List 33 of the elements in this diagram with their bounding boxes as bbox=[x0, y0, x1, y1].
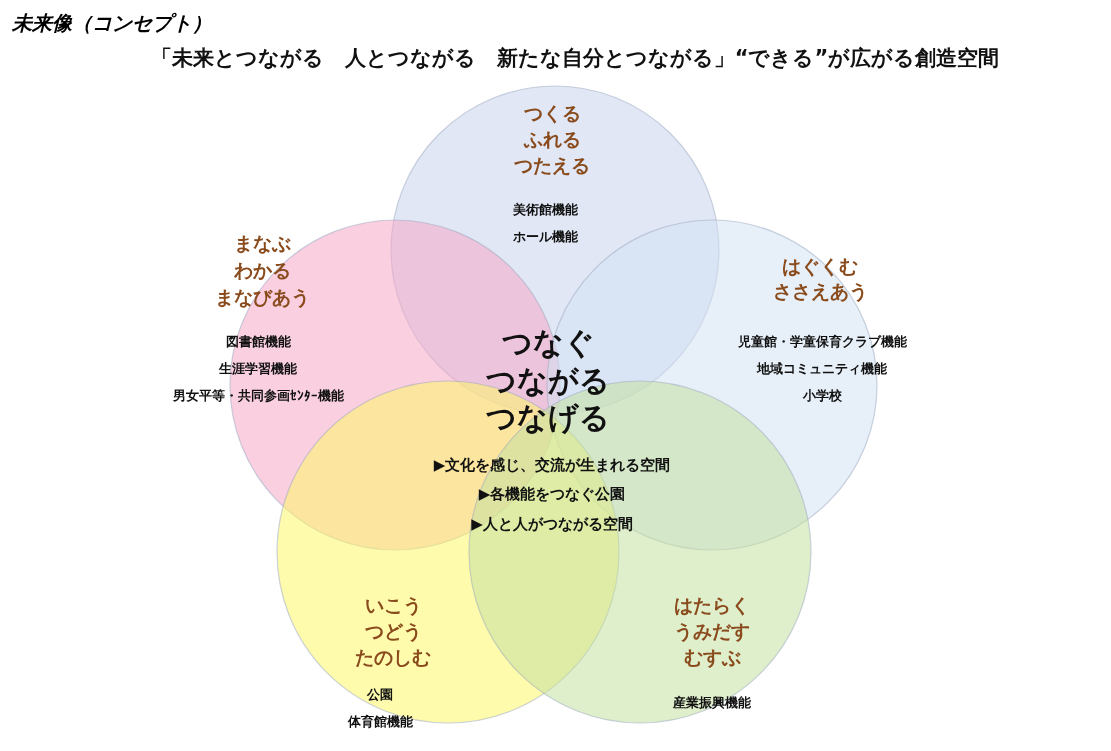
heading-text: わかる bbox=[233, 259, 291, 281]
heading-text: つくる bbox=[523, 102, 581, 124]
feature-text: ▶各機能をつなぐ公園 bbox=[478, 484, 626, 504]
function-label: 公園 bbox=[367, 687, 393, 703]
heading-text: ふれる bbox=[523, 128, 581, 150]
function-label: 男女平等・共同参画ｾﾝﾀｰ機能 bbox=[172, 388, 344, 404]
title: 未来像（コンセプト） bbox=[12, 10, 212, 37]
center-text: つなげる bbox=[486, 398, 610, 437]
heading-text: はたらく bbox=[674, 594, 750, 616]
heading-text: つたえる bbox=[514, 154, 590, 176]
heading-text: つどう bbox=[364, 620, 422, 642]
center-text: つなぐ bbox=[501, 323, 595, 362]
function-label: 図書館機能 bbox=[225, 334, 291, 350]
function-label: ホール機能 bbox=[512, 229, 578, 245]
heading-text: むすぶ bbox=[683, 646, 741, 668]
heading-text: まなびあう bbox=[214, 286, 310, 308]
function-label: 生涯学習機能 bbox=[219, 361, 297, 377]
function-label: 小学校 bbox=[802, 388, 842, 404]
feature-text: ▶人と人がつながる空間 bbox=[471, 514, 633, 534]
heading-text: たのしむ bbox=[355, 646, 431, 668]
function-label: 産業振興機能 bbox=[673, 695, 751, 711]
subtitle: 「未来とつながる 人とつながる 新たな自分とつながる」“できる”が広がる創造空間 bbox=[150, 45, 1000, 72]
function-label: 体育館機能 bbox=[347, 714, 413, 730]
heading-text: はぐくむ bbox=[782, 255, 858, 277]
heading-text: ささえあう bbox=[772, 280, 868, 302]
heading-text: いこう bbox=[364, 594, 422, 616]
function-label: 地域コミュニティ機能 bbox=[757, 361, 887, 377]
feature-text: ▶文化を感じ、交流が生まれる空間 bbox=[433, 455, 671, 475]
function-label: 児童館・学童保育クラブ機能 bbox=[737, 334, 907, 350]
function-label: 美術館機能 bbox=[512, 202, 578, 218]
center-text: つながる bbox=[486, 361, 610, 400]
heading-text: まなぶ bbox=[233, 232, 291, 254]
heading-text: うみだす bbox=[674, 620, 750, 642]
